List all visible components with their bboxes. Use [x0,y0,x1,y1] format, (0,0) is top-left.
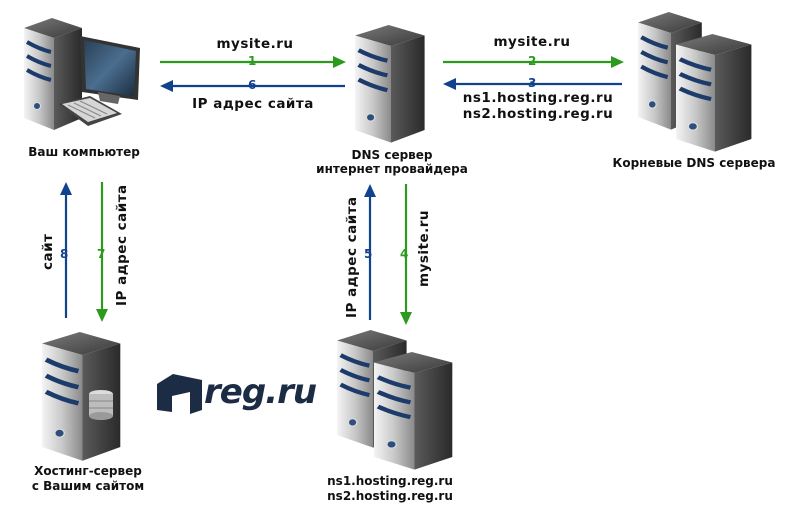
dns-provider-server-icon [355,25,425,143]
arrow-3-text-line1: ns1.hosting.reg.ru [462,90,614,106]
hosting-label-line1: Хостинг-сервер [34,464,142,478]
arrow-5-number: 5 [364,247,373,261]
computer-icon [22,16,140,132]
arrow-2-text: mysite.ru [493,34,571,50]
ns-servers-icon [337,330,452,470]
ns-label-line1: ns1.hosting.reg.ru [327,474,453,488]
arrow-7-number: 7 [97,247,106,261]
arrow-1-number: 1 [248,54,257,68]
arrow-2-number: 2 [528,54,537,68]
arrow-1-text: mysite.ru [216,36,294,52]
arrow-1-head [333,56,346,68]
arrow-5-text: IP адрес сайта [344,196,360,318]
arrow-6-number: 6 [248,78,257,92]
arrow-4-head [400,312,412,325]
arrow-6-text: IP адрес сайта [192,96,314,112]
arrow-2-head [611,56,624,68]
arrow-3-text-line2: ns2.hosting.reg.ru [462,106,614,122]
computer-label: Ваш компьютер [28,145,140,159]
arrow-5-head [364,184,376,197]
reg-ru-logo-text: reg.ru [204,372,317,412]
arrow-4-number: 4 [400,247,409,261]
dns-provider-label-line1: DNS сервер [351,148,433,162]
reg-ru-logo [157,374,202,414]
arrow-4-text: mysite.ru [416,209,432,287]
arrow-8-number: 8 [60,247,69,261]
root-dns-servers-icon [638,12,751,152]
arrow-7-text: IP адрес сайта [114,184,130,306]
arrow-3-number: 3 [528,76,537,90]
hosting-label-line2: с Вашим сайтом [31,479,145,493]
dns-provider-label-line2: интернет провайдера [316,162,468,176]
ns-label-line2: ns2.hosting.reg.ru [327,489,453,503]
root-dns-label: Корневые DNS сервера [612,156,776,170]
arrow-8-head [60,182,72,195]
arrow-6-head [160,80,173,92]
arrow-8-text: сайт [40,233,56,270]
arrow-7-head [96,309,108,322]
hosting-server-icon [42,332,120,461]
arrow-3-head [443,78,456,90]
